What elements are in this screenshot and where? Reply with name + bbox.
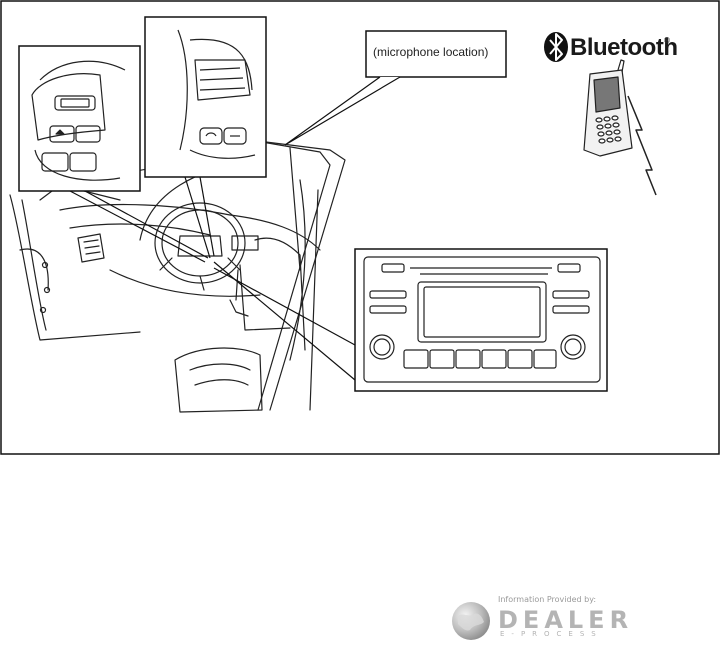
information-provided-label: Information Provided by: bbox=[498, 595, 596, 604]
globe-icon bbox=[450, 600, 492, 642]
phone-switch-callout bbox=[145, 17, 266, 177]
bluetooth-rune-icon bbox=[544, 32, 568, 62]
dealer-logo-subtitle: E-PROCESS bbox=[500, 630, 603, 638]
microphone-location-label: (microphone location) bbox=[373, 45, 488, 59]
registered-mark: ® bbox=[664, 36, 670, 45]
bluetooth-system-diagram bbox=[0, 0, 724, 460]
audio-unit-callout bbox=[355, 249, 607, 391]
steering-switch-callout bbox=[19, 46, 140, 191]
bluetooth-wordmark: Bluetooth bbox=[570, 34, 677, 62]
